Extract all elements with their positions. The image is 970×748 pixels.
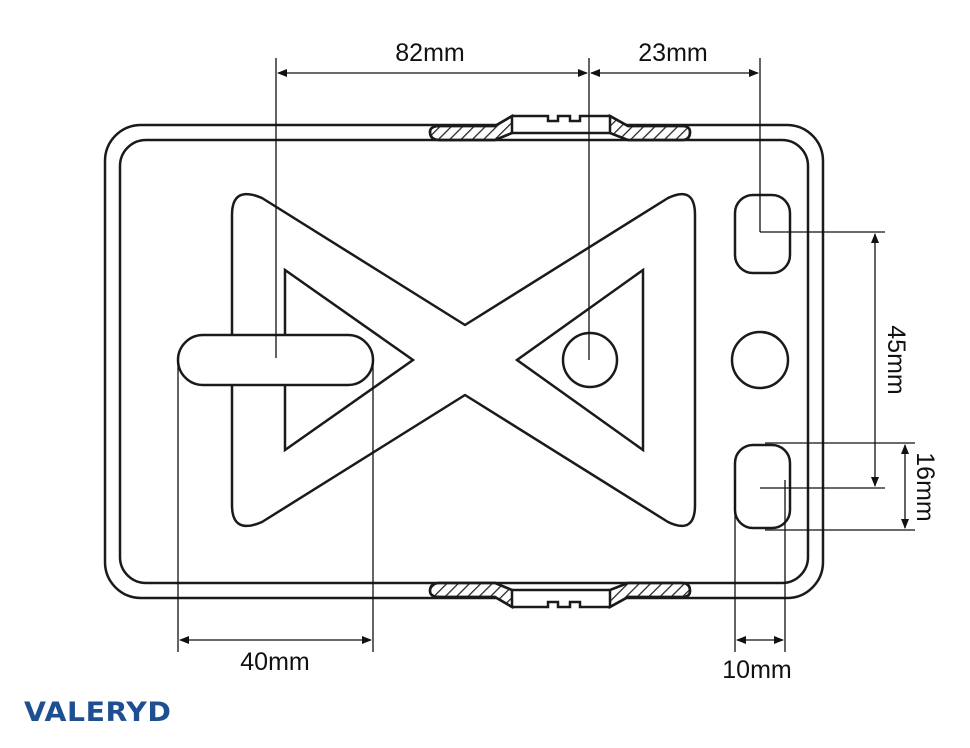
dim-23mm: 23mm: [638, 39, 707, 67]
dim-82mm: 82mm: [395, 39, 464, 67]
right-hole: [730, 330, 790, 390]
dimension-lines: [177, 58, 915, 652]
top-rail-section: [428, 113, 692, 142]
valeryd-logo: VALERYD: [24, 697, 172, 728]
dim-45mm: 45mm: [882, 325, 910, 394]
right-triangle: [514, 267, 645, 453]
dim-10mm: 10mm: [722, 656, 791, 684]
bowtie-outline: [230, 192, 697, 528]
dim-16mm: 16mm: [911, 452, 939, 521]
dim-40mm: 40mm: [240, 648, 309, 676]
bottom-rail-section: [428, 581, 692, 610]
right-slot-top: [733, 193, 792, 275]
center-hole: [561, 331, 619, 389]
